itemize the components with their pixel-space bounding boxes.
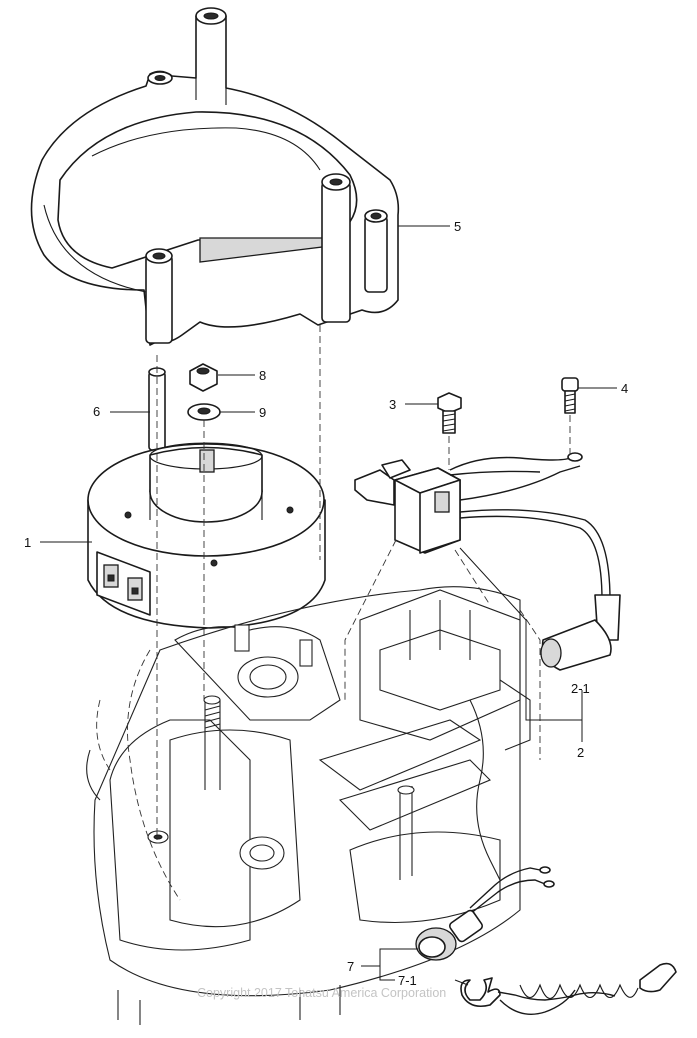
ignition-coil-part-2 — [354, 452, 621, 671]
callout-5: 5 — [454, 219, 461, 234]
callout-7-1: 7-1 — [398, 973, 417, 988]
washer-part-9 — [187, 403, 221, 421]
lanyard-part-7-1 — [460, 962, 677, 1015]
callout-8: 8 — [259, 368, 266, 383]
leader-lines — [40, 225, 617, 986]
flywheel-cover-part-5 — [30, 7, 400, 346]
stator-part-1 — [87, 442, 326, 629]
bolt-part-4 — [561, 377, 579, 414]
bolt-part-3 — [437, 392, 462, 434]
assembly-lines — [96, 325, 571, 901]
callout-6: 6 — [93, 404, 100, 419]
callout-1: 1 — [24, 535, 31, 550]
callout-9: 9 — [259, 405, 266, 420]
callout-2-1: 2-1 — [571, 681, 590, 696]
callout-3: 3 — [389, 397, 396, 412]
nut-part-8 — [189, 363, 218, 392]
copyright-notice: Copyright 2017 Tohatsu America Corporati… — [197, 986, 446, 1000]
callout-4: 4 — [621, 381, 628, 396]
stop-switch-part-7 — [415, 866, 555, 961]
engine-block — [86, 586, 531, 1025]
callout-2: 2 — [577, 745, 584, 760]
callout-7: 7 — [347, 959, 354, 974]
callout-labels: 5 6 8 9 1 3 4 2-1 2 7 7-1 — [24, 219, 628, 988]
